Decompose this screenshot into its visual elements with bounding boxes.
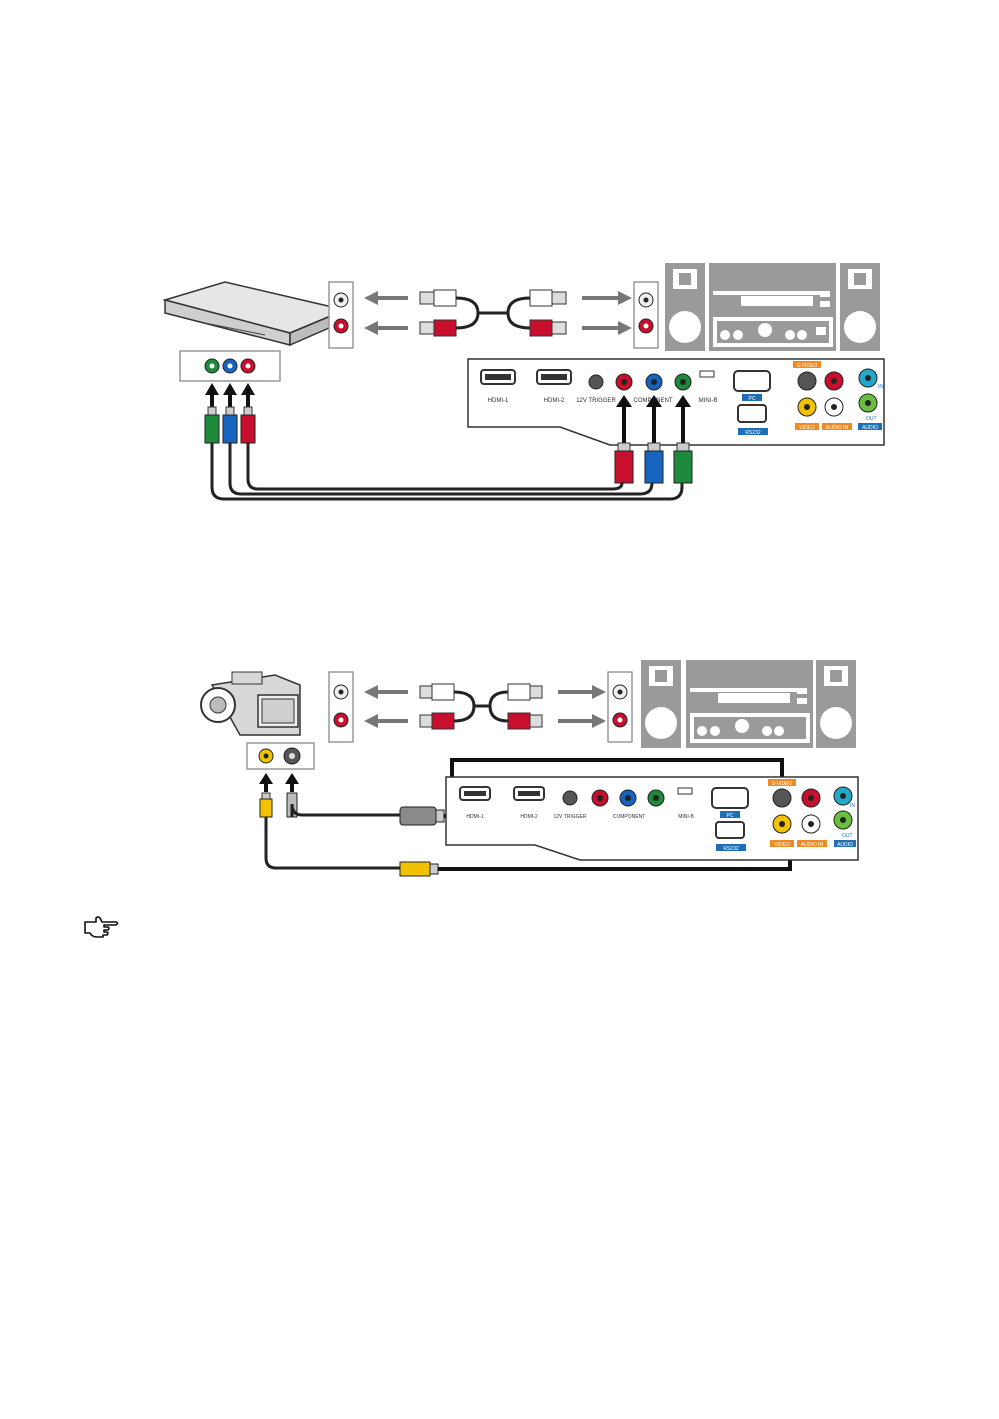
amplifier [709,263,836,351]
out-label: OUT [866,416,877,422]
svg-text:VIDEO: VIDEO [774,842,790,848]
projector-io-panel: HDMI-1 HDMI-2 12V TRIGGER COMPONENT MINI… [468,359,884,445]
svideo-connection-diagram: HDMI-1 HDMI-2 12V TRIGGER COMPONENT MINI… [0,650,999,880]
svg-text:PC: PC [727,813,734,819]
projector-io-panel-2: HDMI-1 HDMI-2 12V TRIGGER COMPONENT MINI… [446,777,858,860]
pointing-hand-icon [82,914,122,940]
svg-text:COMPONENT: COMPONENT [613,814,646,820]
rs232-label: RS232 [745,430,761,436]
trigger-label: 12V TRIGGER [576,398,616,404]
component-cables [212,443,682,499]
component-connection-diagram: HDMI-1 HDMI-2 12V TRIGGER COMPONENT MINI… [0,255,999,515]
dvd-audio-output-plate [329,282,353,348]
camcorder [201,672,300,735]
trigger-port [589,375,603,389]
svideo-plug [400,807,436,825]
dvd-component-plugs [205,407,255,443]
in-label: IN [878,384,883,390]
audio-left-arrows [364,291,408,335]
dvd-input-arrows [205,383,255,407]
svg-text:HDMI-2: HDMI-2 [520,814,537,820]
svg-text:AUDIO: AUDIO [837,842,853,848]
audio-cable [420,290,566,336]
video-cables [266,804,400,868]
right-speaker [840,263,880,351]
svideo-port [798,372,816,390]
left-speaker [665,263,705,351]
rs232-port [738,405,766,422]
camcorder-input-arrows [259,773,299,792]
svg-text:IN: IN [850,803,855,809]
svideo-label: S-VIDEO [797,363,818,369]
dvd-component-jacks [205,359,255,373]
svg-text:S-VIDEO: S-VIDEO [772,781,793,787]
svg-text:12V TRIGGER: 12V TRIGGER [554,814,587,820]
dvd-player [165,282,345,345]
mini-b-port [700,371,714,377]
svg-text:HDMI-1: HDMI-1 [466,814,483,820]
audio-right-arrows [582,291,632,335]
svg-text:RS232: RS232 [723,846,739,852]
receiver-audio-input-plate [634,282,658,348]
pc-label: PC [749,396,756,402]
video-plug [400,862,430,876]
camcorder-output-plate [247,743,314,769]
pc-port [734,371,770,391]
video-label: VIDEO [799,425,815,431]
mini-b-label: MINI-B [699,398,718,404]
audio-in-label: AUDIO IN [826,425,849,431]
projector-component-plugs [615,443,692,483]
hdmi2-label: HDMI-2 [544,398,565,404]
svg-text:OUT: OUT [842,833,853,839]
svg-text:MINI-B: MINI-B [678,814,694,820]
hdmi1-label: HDMI-1 [488,398,509,404]
audio-label: AUDIO [862,425,878,431]
svg-text:AUDIO IN: AUDIO IN [801,842,824,848]
